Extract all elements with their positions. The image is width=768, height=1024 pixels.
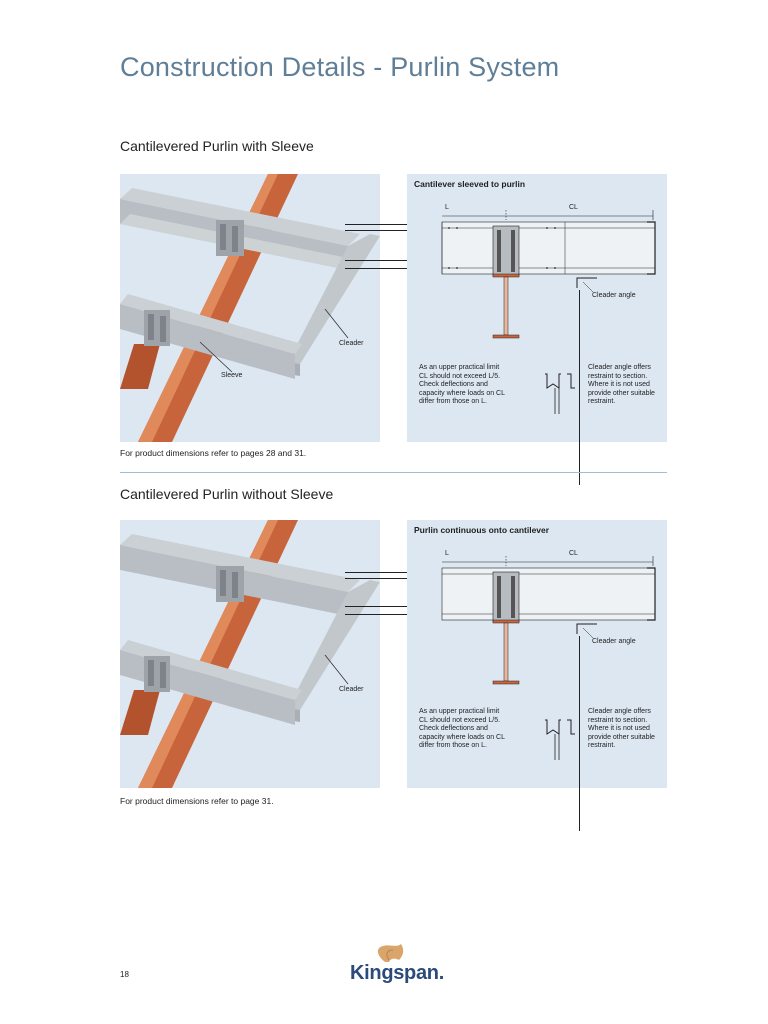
cleader-angle-label: Cleader angle [592, 292, 636, 299]
cleader-restraint-note: Cleader angle offers restraint to sectio… [588, 708, 655, 749]
dim-cl-label: CL [569, 204, 578, 211]
section-title-with-sleeve: Cantilevered Purlin with Sleeve [120, 138, 314, 154]
cleader-angle-leader [579, 290, 580, 485]
kingspan-logo-icon [377, 944, 404, 962]
dim-l-label: L [445, 204, 449, 211]
purlin-illustration [120, 174, 380, 442]
cleader-label: Cleader [339, 686, 364, 693]
connector-line [345, 614, 407, 615]
section-title-without-sleeve: Cantilevered Purlin without Sleeve [120, 486, 334, 502]
footnote-without-sleeve: For product dimensions refer to page 31. [120, 796, 274, 806]
cleader-restraint-note: Cleader angle offers restraint to sectio… [588, 364, 655, 405]
dim-l-label: L [445, 550, 449, 557]
page-title: Construction Details - Purlin System [120, 52, 560, 82]
dim-cl-label: CL [569, 550, 578, 557]
connector-line [345, 230, 407, 231]
detail-continuous-onto-cantilever: Purlin continuous onto cantilever L CL C… [407, 520, 667, 788]
logo-wordmark: Kingspan. [350, 962, 444, 984]
connector-line [345, 606, 407, 607]
cleader-angle-label: Cleader angle [592, 638, 636, 645]
section-drawing [441, 556, 656, 760]
cantilever-limit-note: As an upper practical limit CL should no… [419, 708, 505, 749]
cantilever-limit-note: As an upper practical limit CL should no… [419, 364, 505, 405]
section-drawing [441, 210, 656, 414]
photo-cantilever-without-sleeve: Cleader [120, 520, 380, 788]
cleader-label: Cleader [339, 340, 364, 347]
purlin-illustration [120, 520, 380, 788]
photo-cantilever-with-sleeve: Cleader Sleeve [120, 174, 380, 442]
connector-line [345, 578, 407, 579]
connector-line [345, 268, 407, 269]
detail-cantilever-sleeved: Cantilever sleeved to purlin [407, 174, 667, 442]
page-number: 18 [120, 970, 129, 979]
connector-line [345, 224, 407, 225]
section-divider [120, 472, 667, 473]
connector-line [345, 572, 407, 573]
connector-line [345, 260, 407, 261]
detail-heading: Purlin continuous onto cantilever [414, 525, 550, 535]
footnote-with-sleeve: For product dimensions refer to pages 28… [120, 448, 307, 458]
sleeve-label: Sleeve [221, 372, 243, 379]
detail-heading: Cantilever sleeved to purlin [414, 179, 526, 189]
cleader-angle-leader [579, 636, 580, 831]
